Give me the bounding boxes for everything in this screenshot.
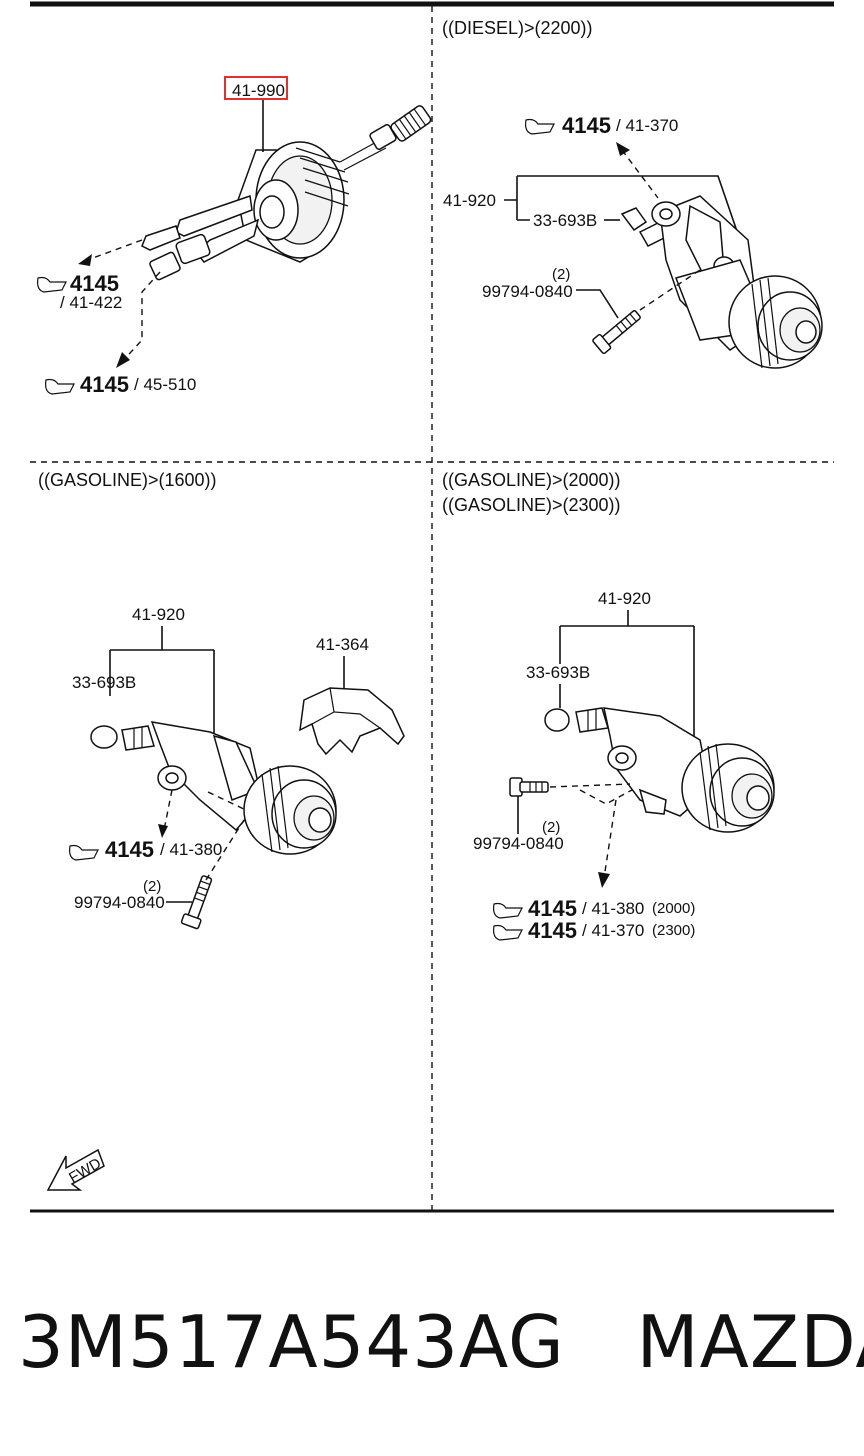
bracket-41-364-drawing — [299, 687, 405, 756]
ref-page[interactable]: / 45-510 — [134, 375, 196, 394]
diesel-slave-cylinder-drawing — [592, 195, 823, 369]
ref-code[interactable]: 4145 — [528, 896, 577, 921]
ref-page[interactable]: / 41-370 — [616, 116, 678, 135]
label-41-920[interactable]: 41-920 — [132, 605, 185, 624]
bolt-part-99794-0840[interactable]: 99794-0840 — [473, 834, 564, 853]
bolt-qty: (2) — [143, 878, 161, 895]
hand-pointer-icon — [493, 924, 523, 941]
heading-gasoline-2300: ((GASOLINE)>(2300)) — [442, 495, 621, 515]
ref-code[interactable]: 4145 — [80, 372, 129, 397]
hand-pointer-icon — [37, 276, 67, 293]
arrow-head — [616, 142, 630, 156]
heading-diesel: ((DIESEL)>(2200)) — [442, 18, 593, 38]
bolt-part-99794-0840[interactable]: 99794-0840 — [74, 893, 165, 912]
fwd-arrow-icon: FWD — [46, 1148, 105, 1191]
label-41-364[interactable]: 41-364 — [316, 635, 369, 654]
hand-pointer-icon — [69, 844, 99, 861]
label-33-693b[interactable]: 33-693B — [526, 663, 590, 682]
ref-code[interactable]: 4145 — [105, 837, 154, 862]
label-41-920[interactable]: 41-920 — [598, 589, 651, 608]
hand-pointer-icon — [525, 118, 555, 135]
heading-gasoline-1600: ((GASOLINE)>(1600)) — [38, 470, 217, 490]
arrow-head — [158, 824, 168, 838]
ref-page[interactable]: / 41-380 — [160, 840, 222, 859]
hand-pointer-icon — [45, 378, 75, 395]
ref-page[interactable]: / 41-370 — [582, 921, 644, 940]
ref-variant: (2300) — [652, 922, 695, 939]
footer-part-number: 3M517A543AG MAZDA — [18, 1300, 864, 1400]
part-number: 3M517A543AG — [18, 1300, 565, 1384]
hand-pointer-icon — [493, 902, 523, 919]
ref-code[interactable]: 4145 — [70, 271, 119, 296]
heading-gasoline-2000: ((GASOLINE)>(2000)) — [442, 470, 621, 490]
arrow-head — [598, 872, 610, 888]
arrow-head — [116, 352, 130, 368]
concentric-slave-cylinder-drawing — [141, 105, 432, 281]
brand: MAZDA — [636, 1300, 864, 1384]
ref-page[interactable]: / 41-380 — [582, 899, 644, 918]
ref-code[interactable]: 4145 — [528, 918, 577, 943]
bolt-qty: (2) — [552, 266, 570, 283]
gasoline-1600-slave-cylinder-drawing — [90, 721, 337, 930]
arrow-head — [78, 254, 92, 266]
bolt-part-99794-0840[interactable]: 99794-0840 — [482, 282, 573, 301]
ref-page[interactable]: / 41-422 — [60, 293, 122, 312]
footer-gap — [565, 1300, 637, 1384]
label-33-693b[interactable]: 33-693B — [533, 211, 597, 230]
ref-code[interactable]: 4145 — [562, 113, 611, 138]
gasoline-2000-2300-slave-cylinder-drawing — [509, 707, 775, 833]
ref-variant: (2000) — [652, 900, 695, 917]
label-33-693b[interactable]: 33-693B — [72, 673, 136, 692]
bolt-qty: (2) — [542, 819, 560, 836]
callout-41-990[interactable]: 41-990 — [232, 81, 285, 100]
highlight-box[interactable] — [224, 76, 288, 100]
label-41-920[interactable]: 41-920 — [443, 191, 496, 210]
